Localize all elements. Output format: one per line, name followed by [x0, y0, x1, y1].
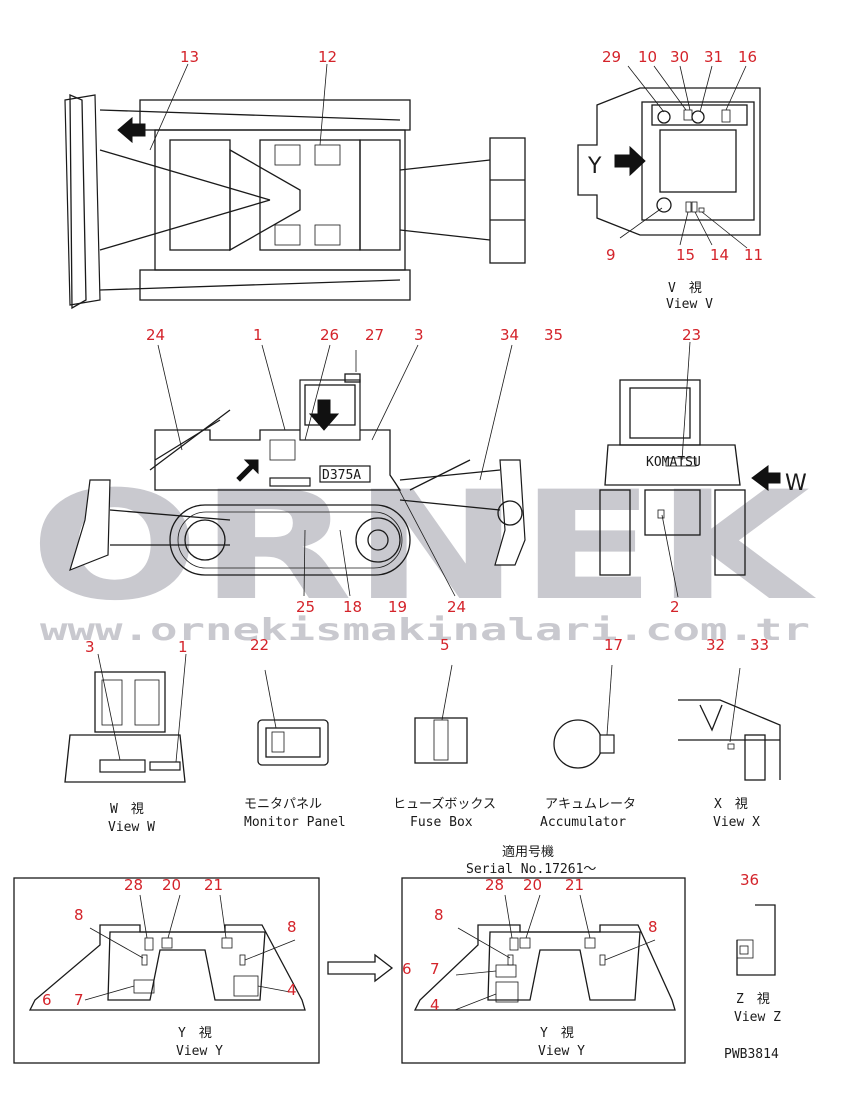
callout-8a-y1: 8 — [74, 906, 84, 924]
fuse-caption-en: Fuse Box — [410, 815, 473, 830]
view-v-caption-en: View V — [666, 297, 713, 312]
callout-15: 15 — [676, 246, 695, 264]
view-y2-caption-en: View Y — [538, 1044, 585, 1059]
callout-12: 12 — [318, 48, 337, 66]
callout-6-y2: 6 — [402, 960, 412, 978]
view-y-letter: Y — [587, 154, 602, 179]
callout-20-y1: 20 — [162, 876, 181, 894]
accumulator-drawing — [553, 664, 615, 769]
callout-33: 33 — [750, 636, 769, 654]
view-y2-drawing — [401, 877, 686, 1064]
decal-brand: KOMATSU — [646, 455, 701, 470]
callout-1-w: 1 — [178, 638, 188, 656]
callout-11: 11 — [744, 246, 763, 264]
serial-caption-en: Serial No.17261〜 — [466, 862, 596, 877]
view-w-caption-en: View W — [108, 820, 155, 835]
view-z-drawing — [736, 904, 776, 976]
watermark-logo: ORNEK — [30, 460, 816, 634]
watermark: ORNEK www.ornekismakinalari.com.tr — [30, 460, 816, 648]
callout-17: 17 — [604, 636, 623, 654]
accumulator-caption-en: Accumulator — [540, 815, 626, 830]
callout-4-y1: 4 — [287, 981, 297, 999]
callout-36: 36 — [740, 871, 759, 889]
rear-view-drawing — [599, 341, 781, 598]
callout-26: 26 — [320, 326, 339, 344]
view-v-drawing — [577, 65, 761, 249]
callout-31: 31 — [704, 48, 723, 66]
callout-35: 35 — [544, 326, 563, 344]
view-z-caption-en: View Z — [734, 1010, 781, 1025]
callout-7-y2: 7 — [430, 960, 440, 978]
callout-25: 25 — [296, 598, 315, 616]
callout-16: 16 — [738, 48, 757, 66]
fuse-box-drawing — [414, 664, 468, 764]
callout-8b-y2: 8 — [648, 918, 658, 936]
view-y1-drawing — [13, 877, 320, 1064]
callout-24: 24 — [146, 326, 165, 344]
view-x-caption-en: View X — [713, 815, 760, 830]
callout-22: 22 — [250, 636, 269, 654]
callout-3: 3 — [414, 326, 424, 344]
drawing-number: PWB3814 — [724, 1047, 779, 1062]
callout-8b-y1: 8 — [287, 918, 297, 936]
monitor-panel-drawing — [257, 669, 329, 766]
view-y1-caption-en: View Y — [176, 1044, 223, 1059]
view-w-caption-jp: W 視 — [110, 802, 144, 817]
view-y1-caption-jp: Y 視 — [178, 1026, 212, 1041]
callout-10: 10 — [638, 48, 657, 66]
callout-18: 18 — [343, 598, 362, 616]
callout-30: 30 — [670, 48, 689, 66]
callout-20-y2: 20 — [523, 876, 542, 894]
callout-21-y1: 21 — [204, 876, 223, 894]
view-x-caption-jp: X 視 — [714, 797, 748, 812]
callout-19: 19 — [388, 598, 407, 616]
callout-9: 9 — [606, 246, 616, 264]
view-y2-caption-jp: Y 視 — [540, 1026, 574, 1041]
callout-24b: 24 — [447, 598, 466, 616]
callout-7-y1: 7 — [74, 991, 84, 1009]
callout-6-y1: 6 — [42, 991, 52, 1009]
top-view-drawing — [64, 63, 526, 310]
fuse-caption-jp: ヒューズボックス — [393, 796, 496, 812]
view-z-caption-jp: Z 視 — [736, 992, 770, 1007]
callout-34: 34 — [500, 326, 519, 344]
callout-32: 32 — [706, 636, 725, 654]
callout-4-y2: 4 — [430, 996, 440, 1014]
side-view-drawing — [69, 344, 526, 597]
callout-14: 14 — [710, 246, 729, 264]
callout-28-y1: 28 — [124, 876, 143, 894]
view-x-drawing — [678, 667, 781, 781]
callout-1: 1 — [253, 326, 263, 344]
accumulator-caption-jp: アキュムレータ — [545, 797, 636, 812]
monitor-caption-en: Monitor Panel — [244, 815, 346, 830]
view-w-letter: W — [785, 471, 807, 496]
serial-caption-jp: 適用号機 — [502, 844, 554, 860]
callout-27: 27 — [365, 326, 384, 344]
view-v-caption-jp: V 視 — [668, 281, 702, 296]
callout-28-y2: 28 — [485, 876, 504, 894]
callout-3-w: 3 — [85, 638, 95, 656]
callout-5: 5 — [440, 636, 450, 654]
monitor-caption-jp: モニタパネル — [244, 797, 322, 812]
callout-8a-y2: 8 — [434, 906, 444, 924]
decal-model: D375A — [322, 468, 361, 483]
callout-21-y2: 21 — [565, 876, 584, 894]
callout-29: 29 — [602, 48, 621, 66]
callout-2: 2 — [670, 598, 680, 616]
callout-23: 23 — [682, 326, 701, 344]
callout-13: 13 — [180, 48, 199, 66]
view-w-drawing — [64, 653, 187, 783]
watermark-url: www.ornekismakinalari.com.tr — [40, 613, 810, 648]
